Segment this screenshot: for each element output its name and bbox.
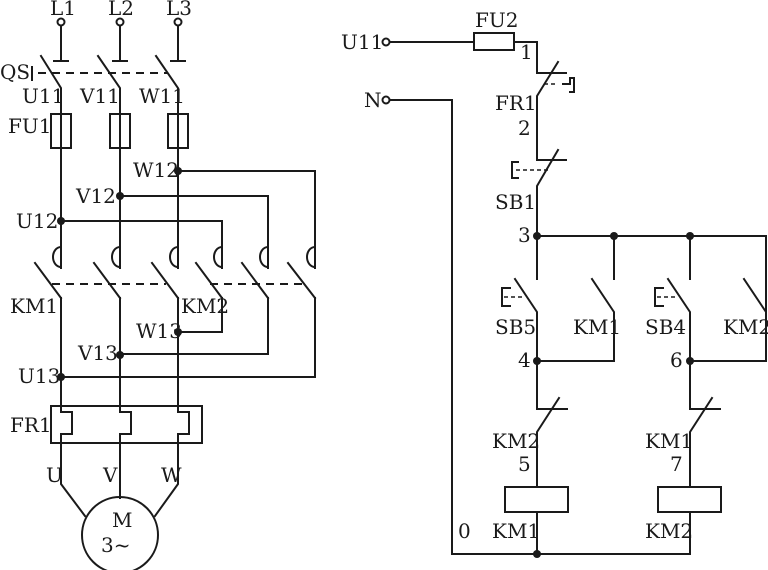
label-l3: L3 bbox=[166, 0, 192, 20]
label-qs: QS bbox=[0, 60, 30, 84]
km1-interlock: KM1 7 bbox=[645, 360, 721, 488]
label-km2-coil: KM2 bbox=[645, 519, 693, 543]
terminal-l3 bbox=[173, 17, 183, 27]
label-u11-control: U11 bbox=[341, 30, 383, 54]
km1-hold-contact: KM1 bbox=[536, 277, 621, 362]
label-u13: U13 bbox=[18, 364, 60, 388]
label-fr1-control: FR1 bbox=[495, 91, 537, 115]
sb1-stop-button: SB1 bbox=[495, 148, 567, 237]
label-km2-interlock: KM2 bbox=[492, 429, 540, 453]
wire-0: 0 bbox=[458, 519, 471, 543]
label-w12: W12 bbox=[133, 158, 179, 182]
label-sb4: SB4 bbox=[645, 315, 686, 339]
wire-1: 1 bbox=[520, 40, 533, 64]
label-w: W bbox=[161, 463, 182, 487]
motor-label: M bbox=[112, 508, 132, 532]
thermal-relay-fr1: FR1 bbox=[10, 405, 203, 444]
motor-type: 3~ bbox=[101, 533, 130, 557]
label-km1-interlock: KM1 bbox=[645, 429, 693, 453]
fr1-nc-contact: FR1 2 bbox=[495, 60, 575, 153]
km2-coil: KM2 bbox=[645, 486, 722, 543]
label-km1-power: KM1 bbox=[10, 294, 58, 318]
tap-13: W13 V13 U13 bbox=[18, 319, 182, 388]
label-u12: U12 bbox=[16, 209, 58, 233]
label-sb5: SB5 bbox=[495, 315, 536, 339]
label-v13: V13 bbox=[77, 341, 118, 365]
label-km2-hold: KM2 bbox=[723, 315, 768, 339]
label-v12: V12 bbox=[75, 184, 116, 208]
label-u11: U11 bbox=[22, 84, 64, 108]
label-km1-coil: KM1 bbox=[492, 519, 540, 543]
label-sb1: SB1 bbox=[495, 190, 536, 214]
km2-interlock: KM2 5 bbox=[492, 360, 568, 488]
label-km1-hold: KM1 bbox=[573, 315, 621, 339]
tap-12: W12 V12 U12 bbox=[16, 158, 316, 269]
sb4-reverse-button: SB4 bbox=[645, 277, 691, 362]
label-u: U bbox=[46, 463, 63, 487]
terminal-l1 bbox=[56, 17, 66, 27]
label-v: V bbox=[102, 463, 118, 487]
sb5-forward-button: SB5 bbox=[495, 277, 538, 362]
control-circuit: U11 N FU2 1 FR1 2 SB1 3 bbox=[341, 8, 768, 558]
main-switch-qs: QS bbox=[0, 54, 179, 96]
label-l2: L2 bbox=[108, 0, 134, 20]
label-fu1: FU1 bbox=[8, 114, 51, 138]
wire-6: 6 bbox=[670, 348, 683, 372]
wire-3: 3 bbox=[518, 223, 531, 247]
wire-2: 2 bbox=[518, 116, 531, 140]
contactor-main-contacts bbox=[33, 245, 317, 300]
terminal-l2 bbox=[115, 17, 125, 27]
wire-7: 7 bbox=[670, 452, 683, 476]
wire-5: 5 bbox=[518, 452, 531, 476]
label-v11: V11 bbox=[79, 84, 120, 108]
km1-coil: KM1 bbox=[492, 486, 569, 543]
label-n: N bbox=[364, 88, 382, 112]
label-fu2: FU2 bbox=[475, 8, 518, 32]
supply-terminals bbox=[53, 17, 186, 62]
power-circuit: L1 L2 L3 QS U11 V11 W11 FU1 bbox=[0, 0, 317, 570]
motor: M 3~ bbox=[81, 496, 159, 570]
fuse-fu1: FU1 bbox=[8, 113, 189, 149]
km2-hold-contact: KM2 bbox=[723, 277, 768, 362]
label-fr1-power: FR1 bbox=[10, 413, 52, 437]
wire-4: 4 bbox=[518, 348, 531, 372]
label-l1: L1 bbox=[50, 0, 76, 20]
